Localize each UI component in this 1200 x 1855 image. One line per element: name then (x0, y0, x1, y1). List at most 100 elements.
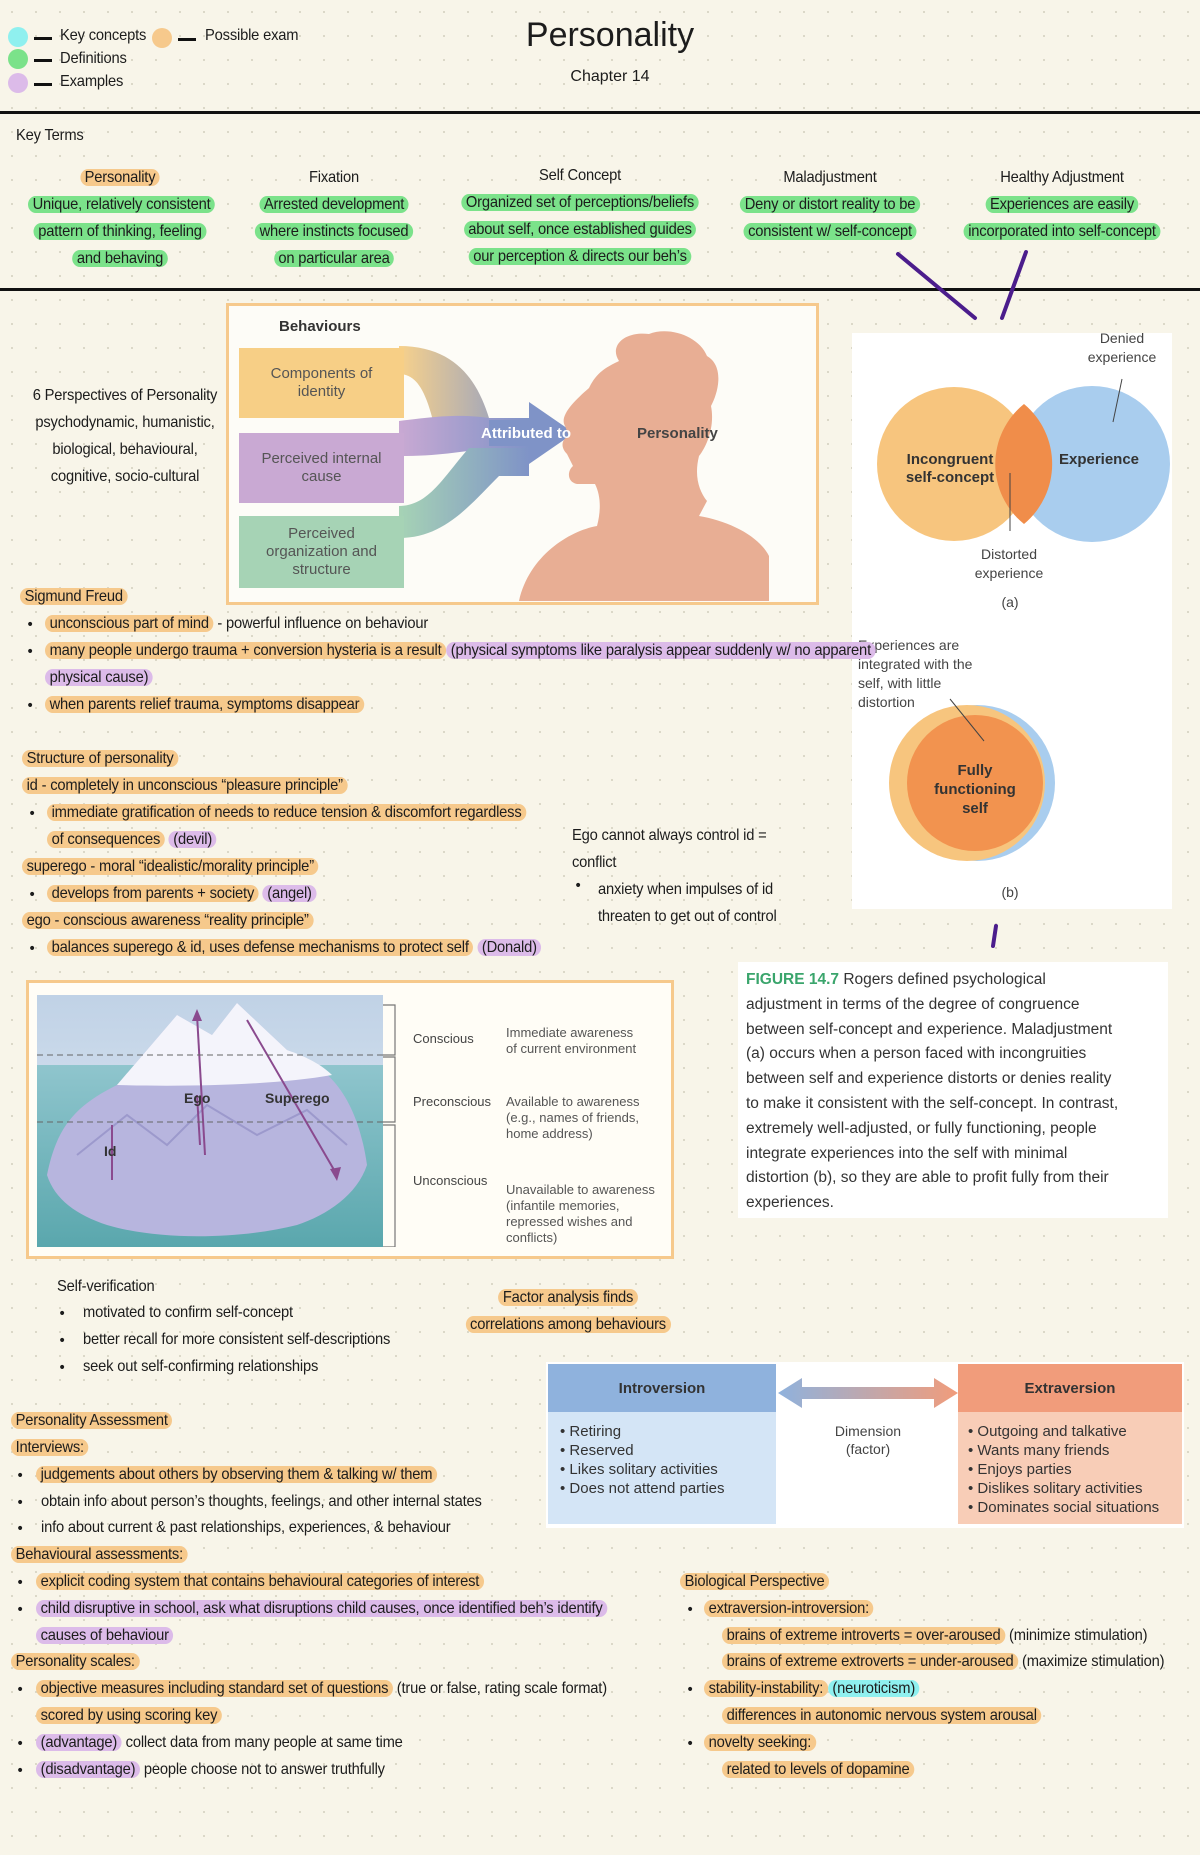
highlight: Interviews: (11, 1439, 89, 1456)
structure-heading: Structure of personality (22, 750, 179, 768)
term-definition-line: on particular area (273, 250, 395, 267)
interview-item: info about current & past relationships,… (41, 1519, 451, 1536)
superego-arrow (246, 1019, 338, 1176)
highlight: unconscious part of mind (45, 615, 214, 632)
term-fixation: Fixation Arrested development where inst… (242, 164, 426, 272)
highlight: differences in autonomic nervous system … (722, 1707, 1042, 1724)
desc-line: Available to awareness (506, 1094, 640, 1109)
highlight: scored by using scoring key (36, 1707, 222, 1724)
highlight: objective measures including standard se… (36, 1680, 393, 1697)
ns-item: related to levels of dopamine (722, 1761, 915, 1779)
iceberg-illustration (37, 995, 383, 1247)
term-title: Self Concept (538, 167, 622, 184)
self-concept-circle (877, 387, 1031, 541)
caption-line: distortion (b), so they are able to prof… (746, 1169, 1109, 1187)
extra-item: Wants many friends (977, 1442, 1110, 1459)
box-perceived-organization: Perceived organization and structure (239, 516, 404, 588)
perspectives-line: 6 Perspectives of Personality (32, 387, 218, 404)
term-definition-line: Experiences are easily (985, 196, 1139, 213)
caption-line: to make it consistent with the self-conc… (746, 1094, 1119, 1112)
term-self-concept: Self Concept Organized set of perception… (460, 162, 699, 270)
si-item: differences in autonomic nervous system … (722, 1707, 1042, 1725)
term-definition-line: and behaving (72, 250, 168, 267)
label-a: (a) (1001, 594, 1019, 610)
introversion-list: • Retiring • Reserved • Likes solitary a… (548, 1412, 776, 1524)
connector-line (991, 924, 998, 948)
caption-label: FIGURE 14.7 (746, 971, 840, 988)
perspectives-line: biological, behavioural, (52, 441, 198, 458)
perspectives-line: psychodynamic, humanistic, (35, 414, 215, 431)
extraversion-header: Extraversion (958, 1364, 1182, 1412)
fully-functioning-label: Fully functioning self (915, 761, 1035, 818)
legend-dash (178, 38, 196, 41)
desc-line: of current environment (506, 1041, 637, 1056)
overlap-region (995, 404, 1053, 524)
caption-line: experiences. (746, 1194, 834, 1212)
behavioural-item: child disruptive in school, ask what dis… (36, 1600, 608, 1618)
arrow-head (489, 402, 574, 464)
level-preconscious-desc: Available to awareness (e.g., names of f… (506, 1094, 639, 1142)
definitions-swatch (8, 49, 28, 69)
self-verification-item: seek out self-confirming relationships (83, 1358, 319, 1375)
ns-heading: novelty seeking: (704, 1734, 816, 1752)
head-silhouette (519, 331, 769, 601)
desc-line: home address) (506, 1126, 593, 1141)
freud-bullet-3: when parents relief trauma, symptoms dis… (45, 696, 365, 714)
text: (true or false, rating scale format) (392, 1680, 607, 1697)
si-heading: stability-instability:(neuroticism) (704, 1680, 920, 1698)
label-line: experience (974, 565, 1044, 581)
highlight: novelty seeking: (704, 1734, 816, 1751)
caption-line: integrate experiences into the self with… (746, 1144, 1068, 1162)
ego-down-arrow (196, 1094, 201, 1146)
desc-line: (e.g., names of friends, (506, 1110, 639, 1125)
bullet: • (16, 1682, 25, 1698)
ego-bullet: balances superego & id, uses defense mec… (47, 939, 542, 957)
level-preconscious: Preconscious (413, 1094, 492, 1109)
ego-line: ego - conscious awareness “reality princ… (22, 912, 314, 930)
caption-line: adjustment in terms of the degree of con… (746, 995, 1080, 1013)
bullet: • (58, 1333, 67, 1349)
highlight: Personality scales: (11, 1653, 140, 1670)
denied-experience-label: Denied experience (1074, 329, 1170, 367)
experience-circle (1014, 386, 1170, 542)
congruence-diagram (877, 378, 1170, 861)
incongruent-label: Incongruent self-concept (880, 451, 1020, 487)
text: (maximize stimulation) (1018, 1653, 1165, 1670)
label-line: Denied (1099, 330, 1145, 346)
iceberg-tip (117, 1003, 332, 1086)
integrated-label: Experiences are integrated with the self… (858, 636, 972, 712)
caption-line: (a) occurs when a person faced with inco… (746, 1045, 1087, 1063)
highlight: immediate gratification of needs to redu… (47, 804, 527, 821)
level-conscious-desc: Immediate awareness of current environme… (506, 1025, 636, 1057)
term-definition-line: Arrested development (259, 196, 409, 213)
distorted-experience-label: Distorted experience (954, 545, 1064, 583)
bullet: • (28, 887, 37, 903)
term-personality: Personality Unique, relatively consisten… (28, 164, 216, 272)
term-definition-line: our perception & directs our beh’s (468, 248, 692, 265)
caption-line: between self-concept and experience. Mal… (746, 1020, 1113, 1038)
possible-exam-swatch (152, 28, 172, 48)
interview-item: obtain info about person’s thoughts, fee… (41, 1493, 482, 1510)
dimension-figure: Introversion • Retiring • Reserved • Lik… (546, 1362, 1184, 1528)
bullet: • (16, 1602, 25, 1618)
connector-line (1000, 250, 1028, 320)
label-line: Dimension (834, 1423, 902, 1439)
term-healthy-adjustment: Healthy Adjustment Experiences are easil… (961, 164, 1163, 245)
term-definition-line: Deny or distort reality to be (740, 196, 920, 213)
note-line: anxiety when impulses of id (598, 881, 774, 898)
label-line: self-concept (905, 469, 995, 486)
label-line: Fully (957, 762, 993, 779)
biological-heading: Biological Perspective (680, 1573, 830, 1591)
legend-possible-exam: Possible exam (205, 27, 299, 44)
note-line: threaten to get out of control (598, 908, 777, 925)
intro-item: Likes solitary activities (569, 1461, 718, 1478)
highlight: superego - moral “idealistic/morality pr… (22, 858, 319, 875)
ei-heading: extraversion-introversion: (704, 1600, 874, 1618)
ei-item: brains of extreme introverts = over-arou… (722, 1627, 1148, 1645)
extraversion-list: • Outgoing and talkative • Wants many fr… (958, 1412, 1182, 1524)
term-definition-line: Unique, relatively consistent (28, 196, 216, 213)
bullet: • (16, 1575, 25, 1591)
desc-line: repressed wishes and (506, 1214, 633, 1229)
level-unconscious: Unconscious (413, 1173, 488, 1188)
factor-analysis-note: Factor analysis finds correlations among… (458, 1284, 679, 1338)
